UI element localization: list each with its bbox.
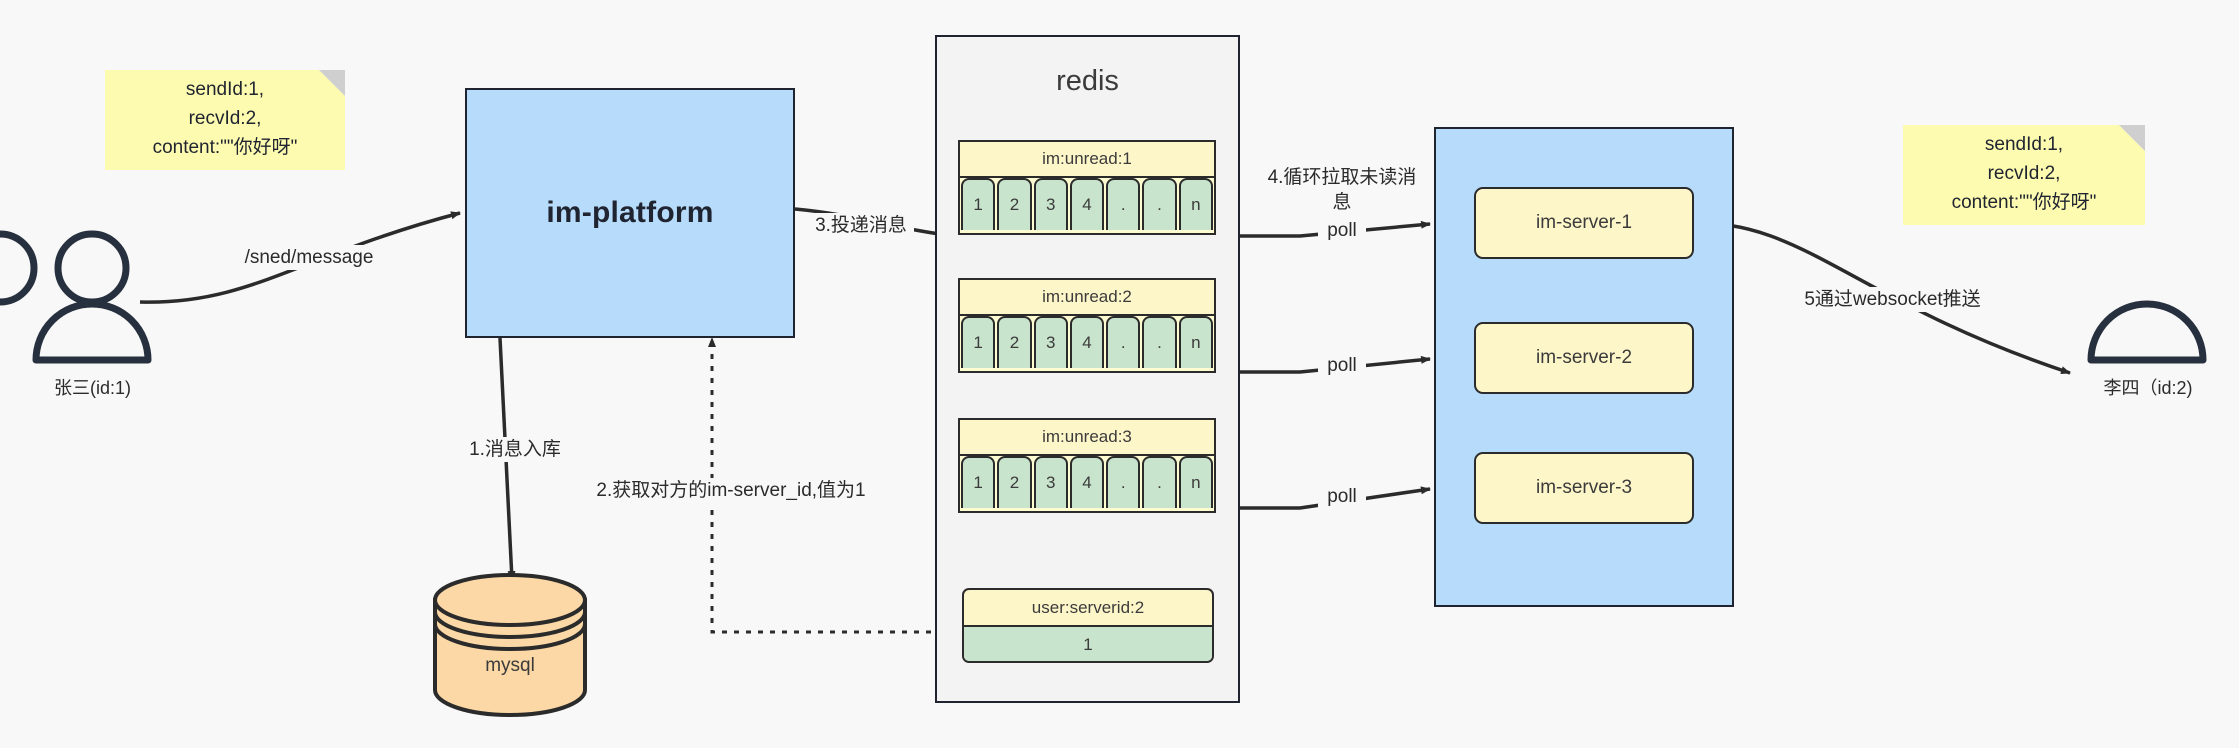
node-im-server-2[interactable]: im-server-2 <box>1474 322 1694 394</box>
edge-label-send-message: /sned/message <box>228 245 390 270</box>
list-cell: n <box>1178 178 1213 230</box>
sender-label: 张三(id:1) <box>53 378 131 398</box>
edge-label-step5: 5通过websocket推送 <box>1785 287 2000 312</box>
list-cell: . <box>1142 178 1177 230</box>
im-server-3-label: im-server-3 <box>1535 477 1633 498</box>
redis-string-key: user:serverid:2 <box>964 590 1212 627</box>
sender-actor-icon <box>32 230 152 364</box>
list-cell: . <box>1142 456 1177 508</box>
list-cell: . <box>1106 456 1141 508</box>
note-left-message: sendId:1, recvId:2, content:""你好呀" <box>105 70 345 170</box>
edge-get-serverid <box>708 337 955 634</box>
redis-list-cells: 1 2 3 4 . . n <box>960 316 1214 370</box>
note-left-text: sendId:1, recvId:2, content:""你好呀" <box>152 78 298 158</box>
list-cell: 4 <box>1069 316 1105 368</box>
list-cell: 2 <box>997 316 1032 368</box>
redis-label: redis <box>1056 65 1119 97</box>
redis-list-cells: 1 2 3 4 . . n <box>960 178 1214 232</box>
redis-list-unread-1[interactable]: im:unread:1 1 2 3 4 . . n <box>958 140 1216 235</box>
edge-label-poll-2: poll <box>1318 353 1366 378</box>
edge-poll-1 <box>1215 220 1431 238</box>
im-server-1-label: im-server-1 <box>1535 212 1633 233</box>
list-cell: 3 <box>1033 316 1068 368</box>
redis-list-key: im:unread:2 <box>960 280 1214 316</box>
list-cell: . <box>1106 316 1141 368</box>
list-cell: 3 <box>1033 456 1068 508</box>
im-platform-label: im-platform <box>546 196 714 229</box>
list-cell: . <box>1142 316 1177 368</box>
mysql-label: mysql <box>485 655 535 676</box>
receiver-actor-icon <box>0 230 2207 364</box>
redis-list-cells: 1 2 3 4 . . n <box>960 456 1214 510</box>
edge-poll-3 <box>1215 486 1431 510</box>
list-cell: n <box>1178 316 1213 368</box>
list-cell: n <box>1178 456 1213 508</box>
mysql-cylinder-icon <box>433 573 587 717</box>
receiver-label: 李四（id:2) <box>2103 378 2193 398</box>
list-cell: 1 <box>961 316 996 368</box>
list-cell: . <box>1106 178 1141 230</box>
list-cell: 1 <box>961 456 996 508</box>
redis-list-unread-3[interactable]: im:unread:3 1 2 3 4 . . n <box>958 418 1216 513</box>
list-cell: 4 <box>1069 178 1105 230</box>
edge-label-step1: 1.消息入库 <box>455 437 575 462</box>
redis-list-key: im:unread:3 <box>960 420 1214 456</box>
edge-label-poll-3: poll <box>1318 484 1366 509</box>
redis-list-unread-2[interactable]: im:unread:2 1 2 3 4 . . n <box>958 278 1216 373</box>
edge-send-message <box>139 211 461 304</box>
im-server-2-label: im-server-2 <box>1535 347 1633 368</box>
redis-string-value: 1 <box>964 627 1212 661</box>
list-cell: 2 <box>997 178 1032 230</box>
list-cell: 4 <box>1069 456 1105 508</box>
edge-label-poll-1: poll <box>1318 218 1366 243</box>
node-im-server-1[interactable]: im-server-1 <box>1474 187 1694 259</box>
node-im-platform[interactable]: im-platform <box>465 88 795 338</box>
edge-label-step4: 4.循环拉取未读消 息 <box>1252 165 1432 215</box>
redis-string-user-serverid[interactable]: user:serverid:2 1 <box>962 588 1214 663</box>
edge-poll-2 <box>1215 355 1431 374</box>
edge-label-step2: 2.获取对方的im-server_id,值为1 <box>582 478 880 503</box>
list-cell: 2 <box>997 456 1032 508</box>
node-im-server-3[interactable]: im-server-3 <box>1474 452 1694 524</box>
redis-list-key: im:unread:1 <box>960 142 1214 178</box>
list-cell: 3 <box>1033 178 1068 230</box>
list-cell: 1 <box>961 178 996 230</box>
edge-label-step3: 3.投递消息 <box>808 213 914 238</box>
note-right-message: sendId:1, recvId:2, content:""你好呀" <box>1903 125 2145 225</box>
note-right-text: sendId:1, recvId:2, content:""你好呀" <box>1951 133 2097 213</box>
